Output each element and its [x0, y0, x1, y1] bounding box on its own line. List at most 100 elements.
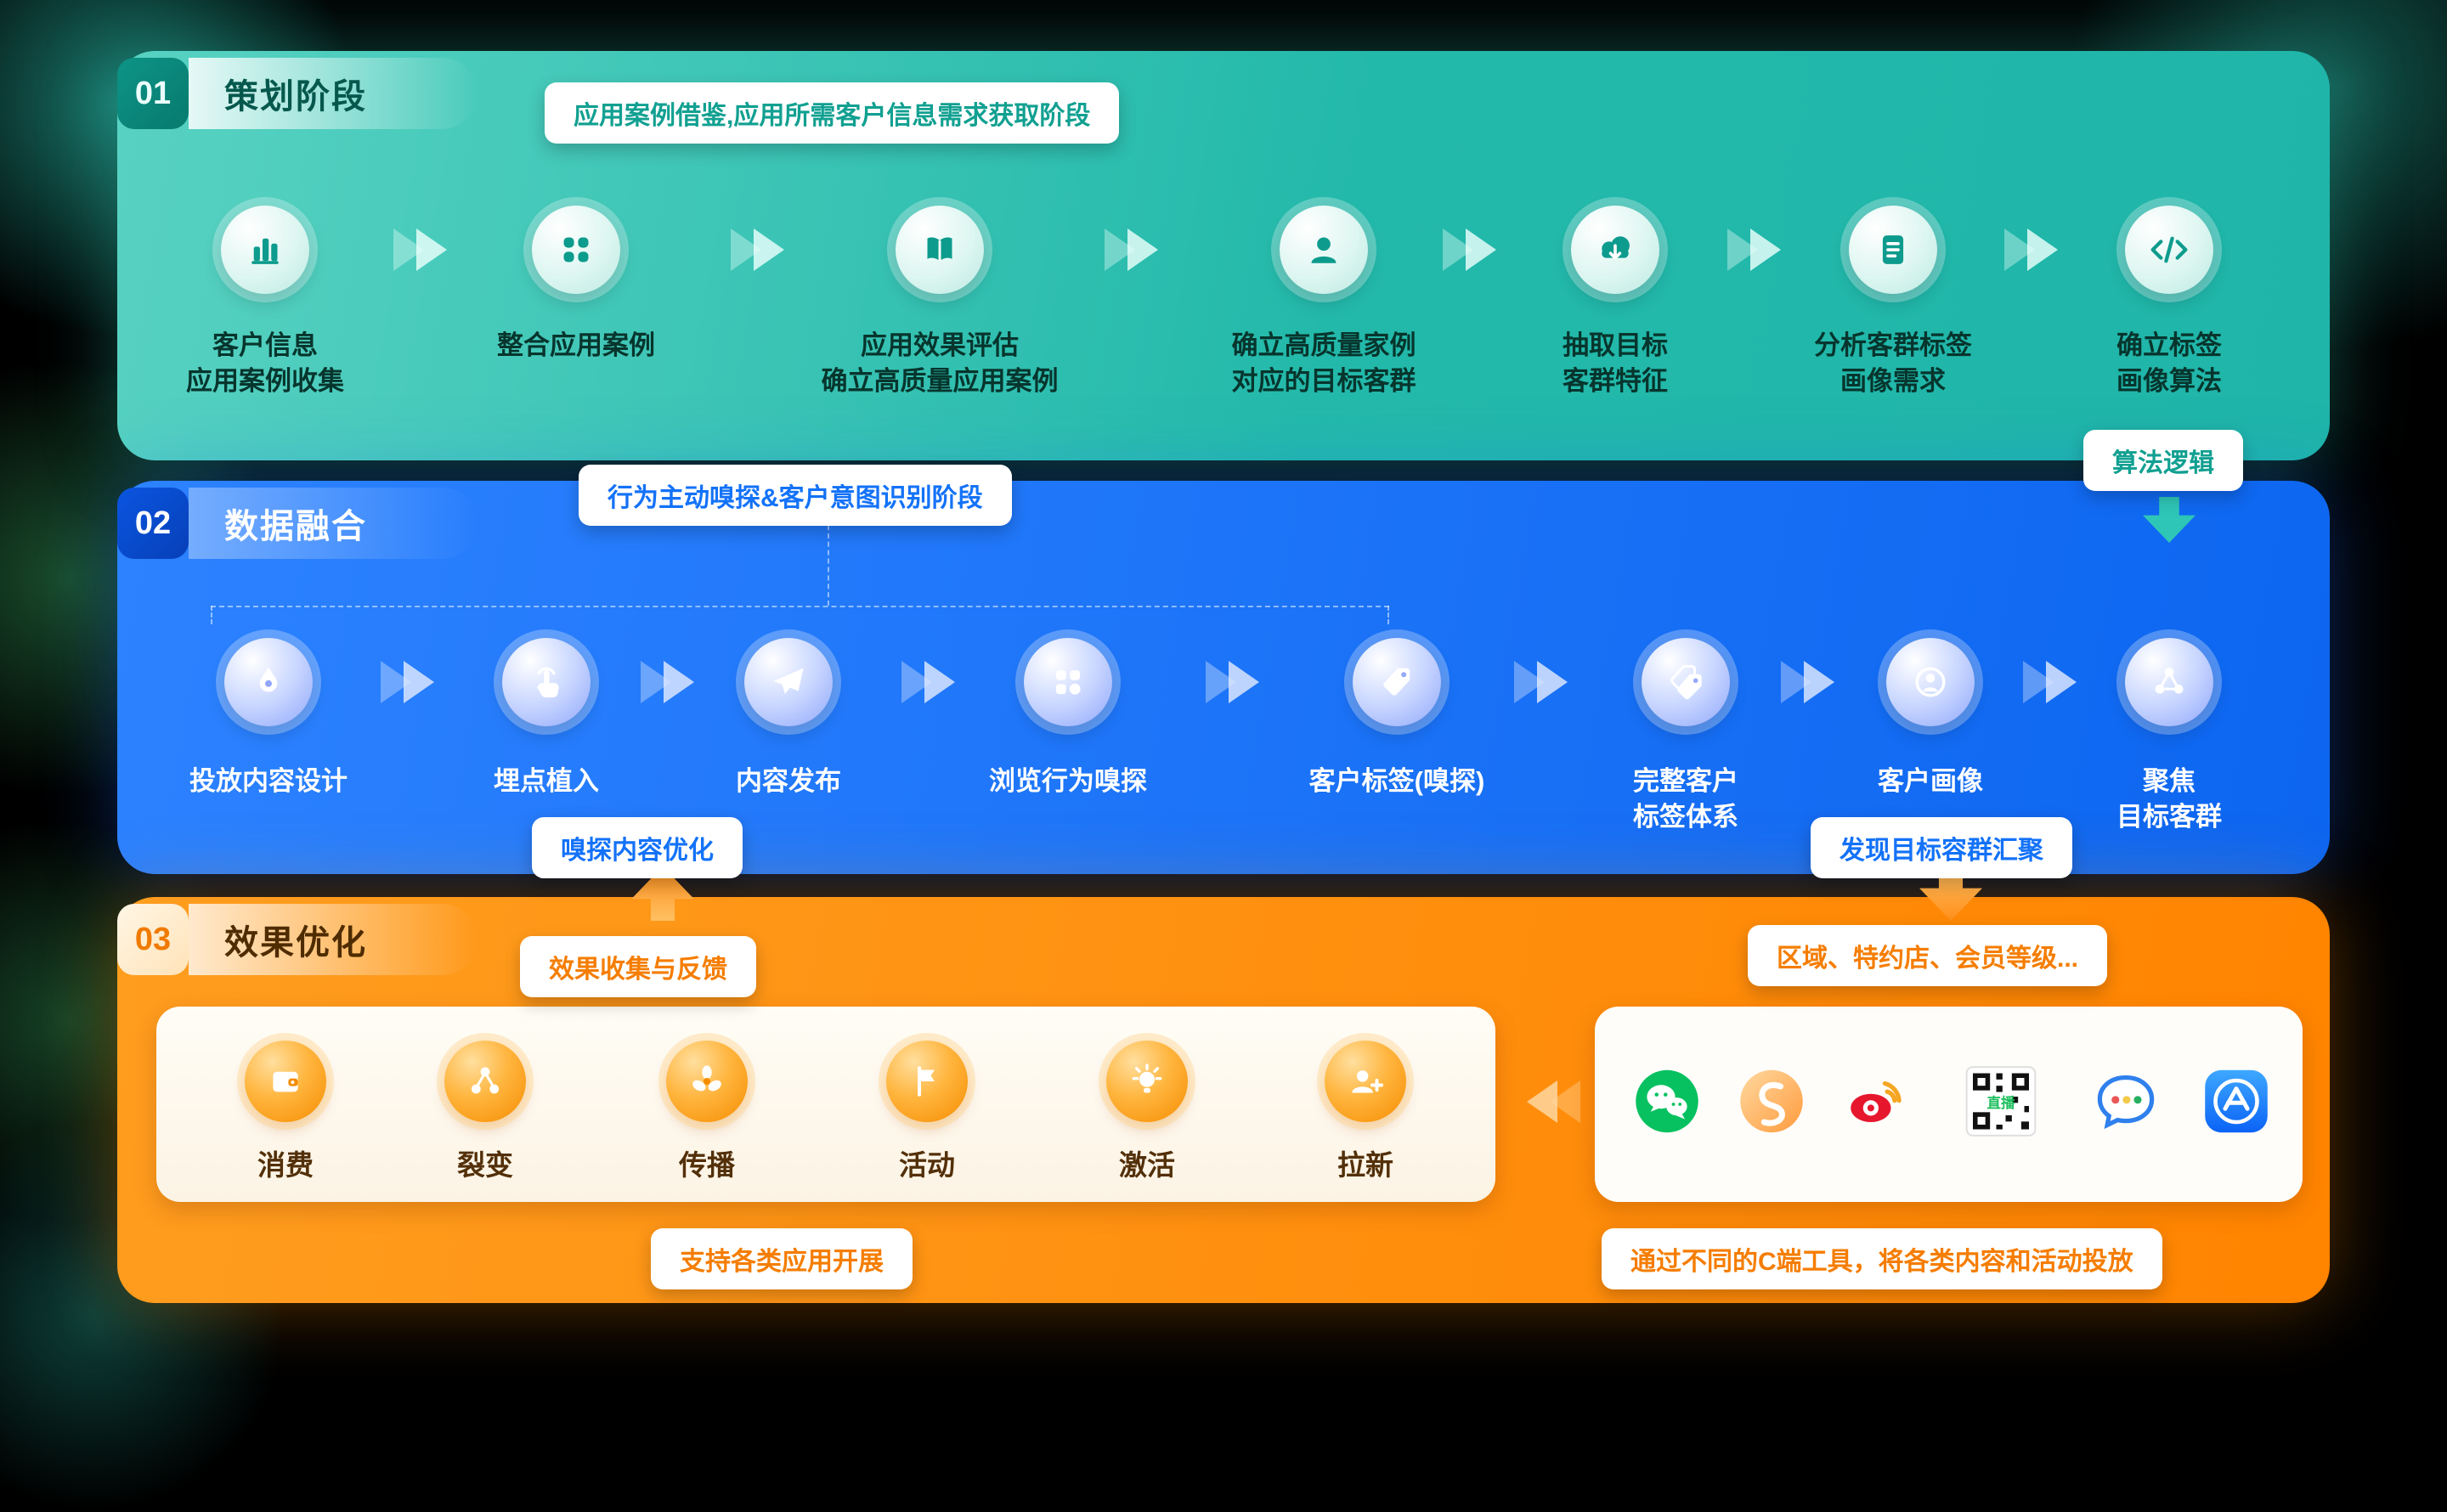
activity-label: 传播 — [679, 1149, 735, 1181]
activity-label: 活动 — [899, 1149, 955, 1181]
flow-arrow-icon — [1443, 228, 1497, 271]
weibo-icon — [1851, 1080, 1902, 1122]
flow-arrow-icon — [1781, 661, 1835, 703]
chat-icon — [2097, 1075, 2155, 1130]
bar-chart-icon — [251, 238, 279, 264]
phase2-step-2: 埋点植入 — [406, 638, 687, 799]
flag-icon — [918, 1066, 935, 1097]
phase2-step-4: 浏览行为嗅探 — [928, 638, 1208, 799]
activity-campaign: 活动 — [842, 1041, 1012, 1183]
gather-tag: 发现目标容群汇聚 — [1811, 817, 2072, 878]
dashed-guide — [211, 606, 1389, 607]
activity-activate: 激活 — [1062, 1041, 1232, 1183]
step-label: 整合应用案例 — [497, 330, 655, 360]
feedback-tag: 效果收集与反馈 — [520, 936, 756, 997]
tag-icon — [1383, 668, 1410, 696]
qr-live-icon: 直播 — [1965, 1066, 2037, 1137]
segment-tag: 区域、特约店、会员等级... — [1748, 925, 2108, 986]
activity-acquire: 拉新 — [1280, 1041, 1450, 1183]
open-book-icon — [927, 237, 952, 262]
activity-consume: 消费 — [201, 1041, 370, 1183]
step-label: 完整客户 标签体系 — [1633, 766, 1738, 832]
phase3-number-badge: 03 — [117, 904, 189, 975]
flow-arrow-icon — [2004, 228, 2059, 271]
flow-arrow-icon — [1105, 228, 1159, 271]
phase1-band: 01 策划阶段 客户信息 应用案例收集 整合应用案例 应用效 — [117, 51, 2330, 460]
phase2-title: 数据融合 — [189, 488, 478, 559]
activity-fission: 裂变 — [400, 1041, 570, 1183]
activity-spread: 传播 — [622, 1041, 792, 1183]
phase1-banner: 应用案例借鉴,应用所需客户信息需求获取阶段 — [545, 82, 1120, 144]
tap-icon — [537, 667, 559, 698]
flow-arrow-icon — [2023, 661, 2077, 703]
applications-panel: 消费 裂变 传播 — [156, 1007, 1495, 1202]
fan-icon — [692, 1065, 721, 1092]
phase1-number-badge: 01 — [117, 58, 189, 129]
user-icon — [1311, 237, 1337, 263]
flow-arrow-icon — [901, 661, 956, 703]
activity-label: 裂变 — [457, 1149, 513, 1181]
paper-plane-icon — [773, 668, 804, 694]
phase2-step-8: 聚焦 目标客群 — [2029, 638, 2309, 835]
app-grid-icon — [563, 237, 589, 262]
phase2-step-6: 完整客户 标签体系 — [1546, 638, 1826, 835]
qr-live-label: 直播 — [1987, 1094, 2016, 1111]
split-icon — [471, 1067, 500, 1094]
phase2-band: 02 数据融合 投放内容设计 埋点植入 — [117, 481, 2330, 874]
cloud-download-icon — [1602, 236, 1630, 260]
activity-label: 激活 — [1119, 1149, 1175, 1181]
browse-grid-icon — [1056, 670, 1081, 695]
flow-arrow-left-icon — [1526, 1080, 1580, 1123]
step-label: 埋点植入 — [494, 766, 599, 796]
apps-caption: 支持各类应用开展 — [651, 1228, 913, 1289]
phase1-step-1: 客户信息 应用案例收集 — [87, 206, 444, 399]
code-icon — [2150, 236, 2188, 263]
step-label: 客户标签(嗅探) — [1308, 766, 1485, 796]
step-label: 内容发布 — [736, 766, 841, 796]
appstore-icon — [2205, 1069, 2268, 1133]
step-label: 聚焦 目标客群 — [2116, 766, 2222, 832]
phase3-header: 03 效果优化 — [117, 904, 478, 975]
wallet-icon — [273, 1071, 298, 1092]
bulb-icon — [1132, 1063, 1162, 1093]
wechat-icon — [1636, 1069, 1698, 1133]
step-label: 应用效果评估 确立高质量应用案例 — [821, 330, 1059, 396]
step-label: 分析客群标签 画像需求 — [1814, 330, 1972, 396]
step-label: 客户画像 — [1878, 766, 1983, 796]
user-plus-icon — [1352, 1070, 1384, 1093]
phase1-title: 策划阶段 — [189, 58, 478, 129]
step-label: 确立高质量家例 对应的目标客群 — [1231, 330, 1416, 396]
phase2-step-3: 内容发布 — [648, 638, 929, 799]
step-label: 确立标签 画像算法 — [2116, 330, 2222, 396]
tags-icon — [1670, 664, 1702, 700]
dashed-guide — [1387, 606, 1389, 624]
activity-label: 拉新 — [1337, 1149, 1393, 1181]
phase2-header: 02 数据融合 — [117, 488, 478, 559]
network-icon — [2155, 667, 2184, 694]
phase3-title: 效果优化 — [189, 904, 478, 975]
tools-panel: 直播 — [1595, 1007, 2303, 1202]
sniff-optimize-tag: 嗅探内容优化 — [532, 817, 743, 878]
phase1-step-2: 整合应用案例 — [398, 206, 754, 364]
pen-icon — [259, 667, 278, 692]
step-label: 抽取目标 客群特征 — [1563, 330, 1668, 396]
flow-arrow-icon — [1727, 228, 1782, 271]
flow-arrow-icon — [381, 661, 435, 703]
phase2-step-5: 客户标签(嗅探) — [1257, 638, 1537, 799]
algo-logic-tag: 算法逻辑 — [2083, 430, 2243, 491]
phase1-step-4: 确立高质量家例 对应的目标客群 — [1145, 206, 1502, 399]
dashed-guide — [828, 525, 829, 606]
flow-arrow-icon — [641, 661, 695, 703]
step-label: 投放内容设计 — [189, 766, 348, 796]
phase1-step-5: 抽取目标 客群特征 — [1437, 206, 1794, 399]
phase2-number-badge: 02 — [117, 488, 189, 559]
user-circle-icon — [1915, 667, 1946, 697]
tools-caption: 通过不同的C端工具，将各类内容和活动投放 — [1602, 1228, 2162, 1289]
document-list-icon — [1882, 235, 1904, 264]
phase1-step-3: 应用效果评估 确立高质量应用案例 — [761, 206, 1118, 399]
phase2-step-1: 投放内容设计 — [128, 638, 409, 799]
dashed-guide — [211, 606, 212, 624]
activity-label: 消费 — [257, 1149, 314, 1181]
step-label: 客户信息 应用案例收集 — [186, 330, 344, 396]
phase1-step-6: 分析客群标签 画像需求 — [1715, 206, 2071, 399]
